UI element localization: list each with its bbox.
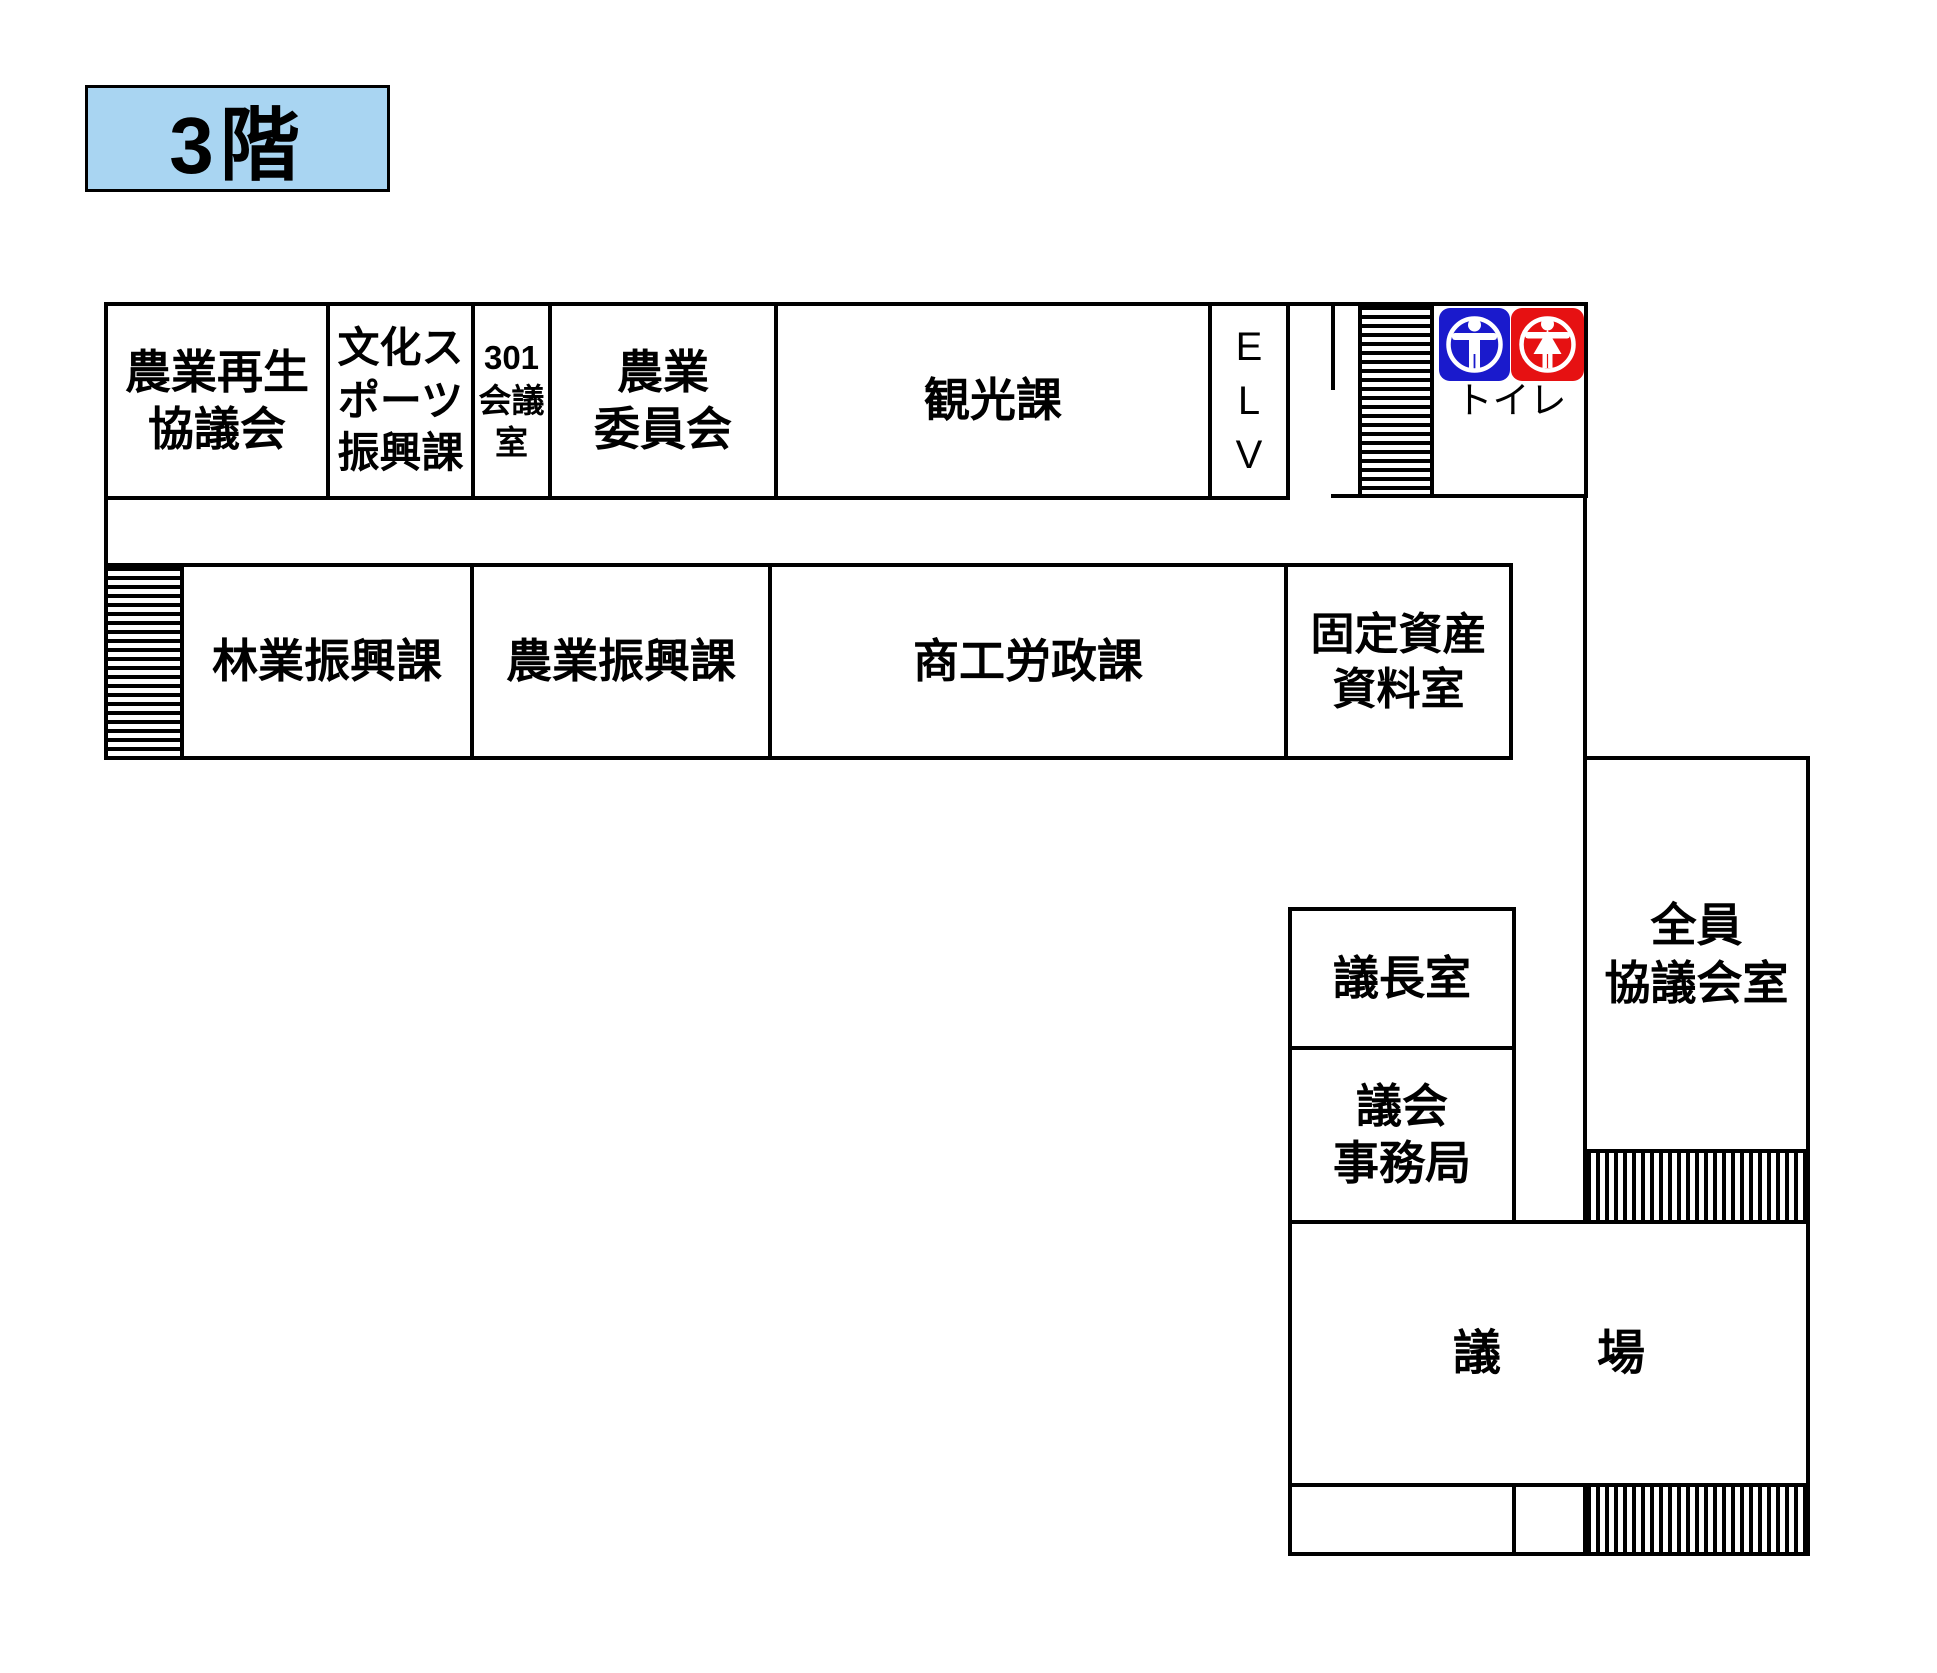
toilet-icons [1438,308,1584,381]
toilet-area: トイレ [1438,306,1584,419]
room-kankoka: 観光課 [778,306,1212,496]
toilet-block-left-wall [1331,302,1335,390]
male-toilet-icon [1438,308,1510,381]
room-kotei-shisan-shiryoshitsu: 固定資産 資料室 [1310,609,1487,714]
room-gikai-jimukyoku: 議会 事務局 [1288,1046,1516,1224]
room-shoko-roseika: 商工労政課 [772,567,1288,756]
room-zenin-kyogikaishitsu: 全員 協議会室 [1583,756,1810,1153]
room-gijo: 議 場 [1288,1220,1810,1487]
room-nogyo-shinkoka: 農業振興課 [474,567,772,756]
room-bunka-sports-shinkoka: 文化ス ポーツ 振興課 [330,306,475,496]
elevator-shaft: E L V [1235,325,1263,477]
room-nogyo-iinkai: 農業 委員会 [552,306,778,496]
room-301-kaigishitsu: 301 会議 室 [475,306,552,496]
south-strip-left [1288,1483,1516,1556]
room-ringyo-shinkoka: 林業振興課 [184,567,474,756]
stairs-hatch-east-lower [1583,1483,1810,1556]
floor-title: 3階 [169,100,306,190]
stairs-hatch-north [1358,306,1434,494]
south-strip-center [1512,1483,1587,1556]
toilet-stairs-block: トイレ [1331,302,1588,498]
north-room-row: 農業再生 協議会 文化ス ポーツ 振興課 301 会議 室 農業 委員会 観光課… [104,302,1290,500]
room-nogyo-saisei-kyogikai: 農業再生 協議会 [108,306,330,496]
west-outer-wall [104,498,108,567]
stairs-hatch-west [108,567,184,756]
floor-title-box: 3階 [85,85,390,192]
female-toilet-icon [1510,308,1584,381]
top-border-connector [1286,302,1335,306]
stairs-hatch-east-upper [1583,1149,1810,1224]
room-gichoshitsu: 議長室 [1288,907,1516,1050]
south-room-row: 林業振興課 農業振興課 商工労政課 固定資産 資料室 [104,563,1513,760]
toilet-label: トイレ [1455,380,1567,421]
